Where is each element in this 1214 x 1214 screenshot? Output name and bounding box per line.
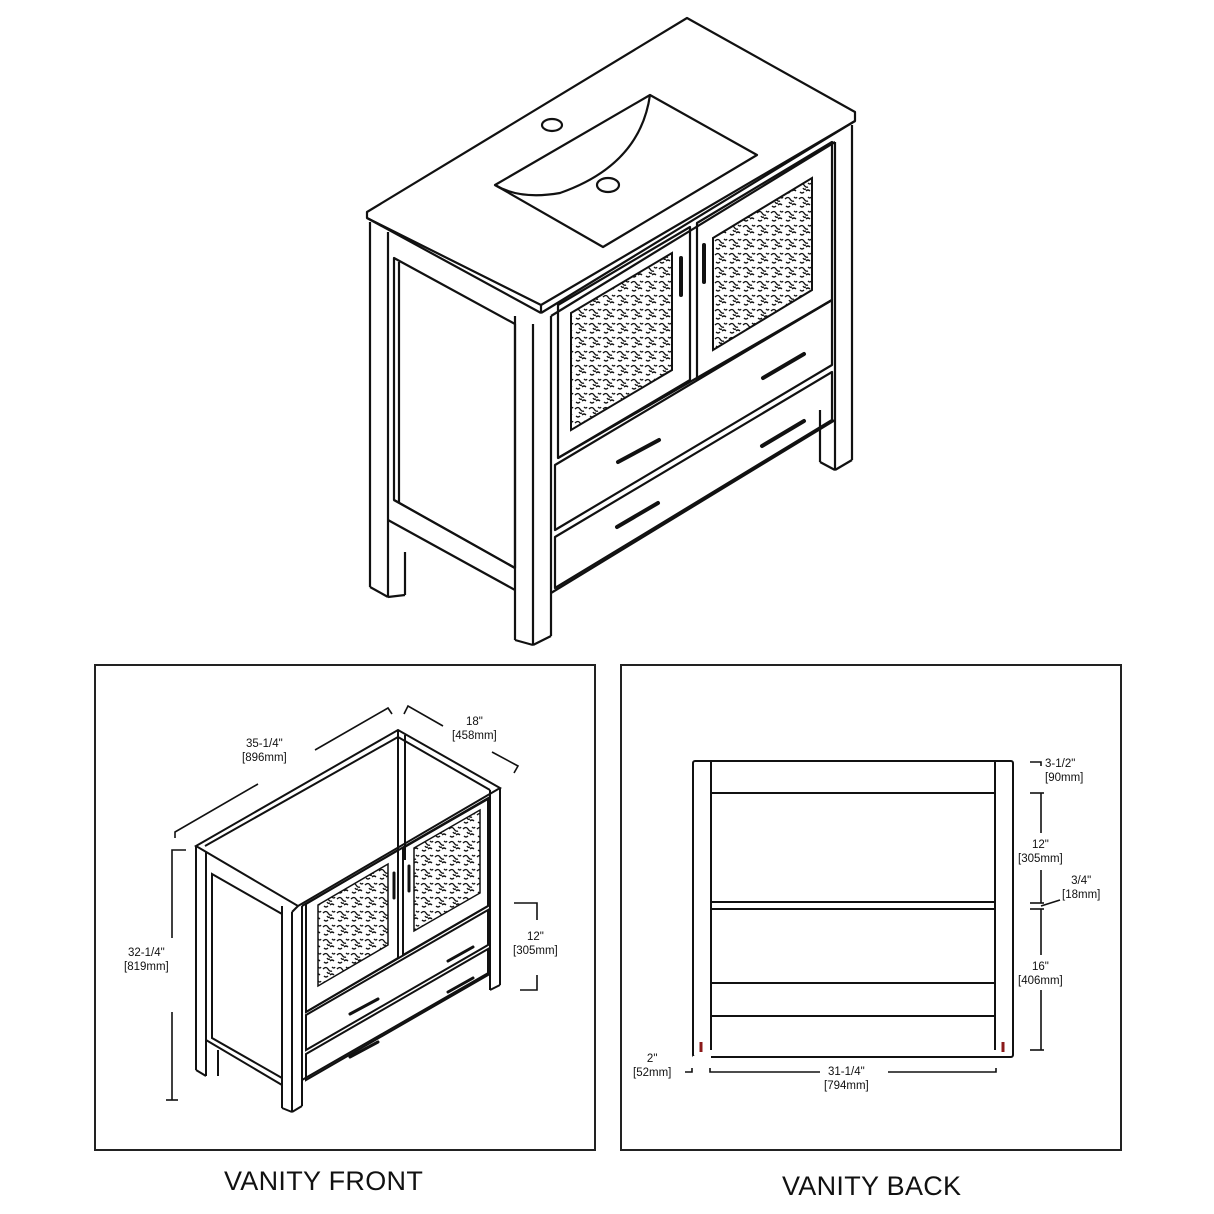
front-door-height-metric: [305mm] xyxy=(513,945,558,957)
back-leg-width-imperial: 2" xyxy=(646,1053,658,1065)
front-door-height-dimension: 12" [305mm] xyxy=(513,930,558,958)
back-shelf-thickness-imperial: 3/4" xyxy=(1071,875,1092,887)
back-leg-width-dimension: 2" [52mm] xyxy=(633,1052,671,1080)
back-top-rail-metric: [90mm] xyxy=(1045,772,1084,784)
back-upper-opening-dimension: 12" [305mm] xyxy=(1018,838,1063,866)
back-shelf-thickness-dimension: 3/4" [18mm] xyxy=(1062,874,1100,902)
vanity-front-caption: VANITY FRONT xyxy=(224,1166,424,1196)
back-lower-opening-metric: [406mm] xyxy=(1018,975,1063,987)
front-width-metric: [896mm] xyxy=(242,752,287,764)
front-width-dimension: 35-1/4" [896mm] xyxy=(242,737,287,765)
back-lower-opening-dimension: 16" [406mm] xyxy=(1018,960,1063,988)
back-inner-width-imperial: 31-1/4" xyxy=(828,1066,865,1078)
faucet-hole xyxy=(540,117,564,133)
front-depth-imperial: 18" xyxy=(465,716,483,728)
front-height-imperial: 32-1/4" xyxy=(128,947,165,959)
back-shelf-thickness-metric: [18mm] xyxy=(1062,889,1101,901)
isometric-vanity-top-view xyxy=(365,16,857,647)
back-lower-opening-imperial: 16" xyxy=(1031,961,1049,973)
sink-basin xyxy=(493,93,759,249)
front-view-frame xyxy=(94,664,596,1151)
back-view-dimension-lines xyxy=(685,761,1061,1073)
front-view-glass xyxy=(317,808,481,988)
back-top-rail-dimension: 3-1/2" [90mm] xyxy=(1045,757,1083,785)
back-inner-width-metric: [794mm] xyxy=(824,1080,869,1092)
front-view-dimension-lines xyxy=(166,704,538,1101)
leveler-feet xyxy=(699,1042,1005,1052)
front-depth-dimension: 18" [458mm] xyxy=(452,715,497,743)
drain-hole xyxy=(595,176,621,194)
back-upper-opening-imperial: 12" xyxy=(1031,839,1049,851)
back-leg-width-metric: [52mm] xyxy=(633,1067,672,1079)
front-view-handles xyxy=(348,864,475,1059)
back-top-rail-imperial: 3-1/2" xyxy=(1045,758,1076,770)
door-and-drawer-handles xyxy=(615,243,806,529)
front-door-height-imperial: 12" xyxy=(526,931,544,943)
back-view-cabinet xyxy=(692,760,1014,1058)
vanity-back-caption: VANITY BACK xyxy=(782,1171,962,1201)
door-glass-panels xyxy=(570,176,813,432)
front-height-metric: [819mm] xyxy=(124,961,169,973)
back-inner-width-dimension: 31-1/4" [794mm] xyxy=(824,1065,869,1093)
front-depth-metric: [458mm] xyxy=(452,730,497,742)
back-upper-opening-metric: [305mm] xyxy=(1018,853,1063,865)
front-view-cabinet xyxy=(194,728,503,1113)
back-view-frame xyxy=(620,664,1122,1151)
front-width-imperial: 35-1/4" xyxy=(246,738,283,750)
front-height-dimension: 32-1/4" [819mm] xyxy=(124,946,169,974)
